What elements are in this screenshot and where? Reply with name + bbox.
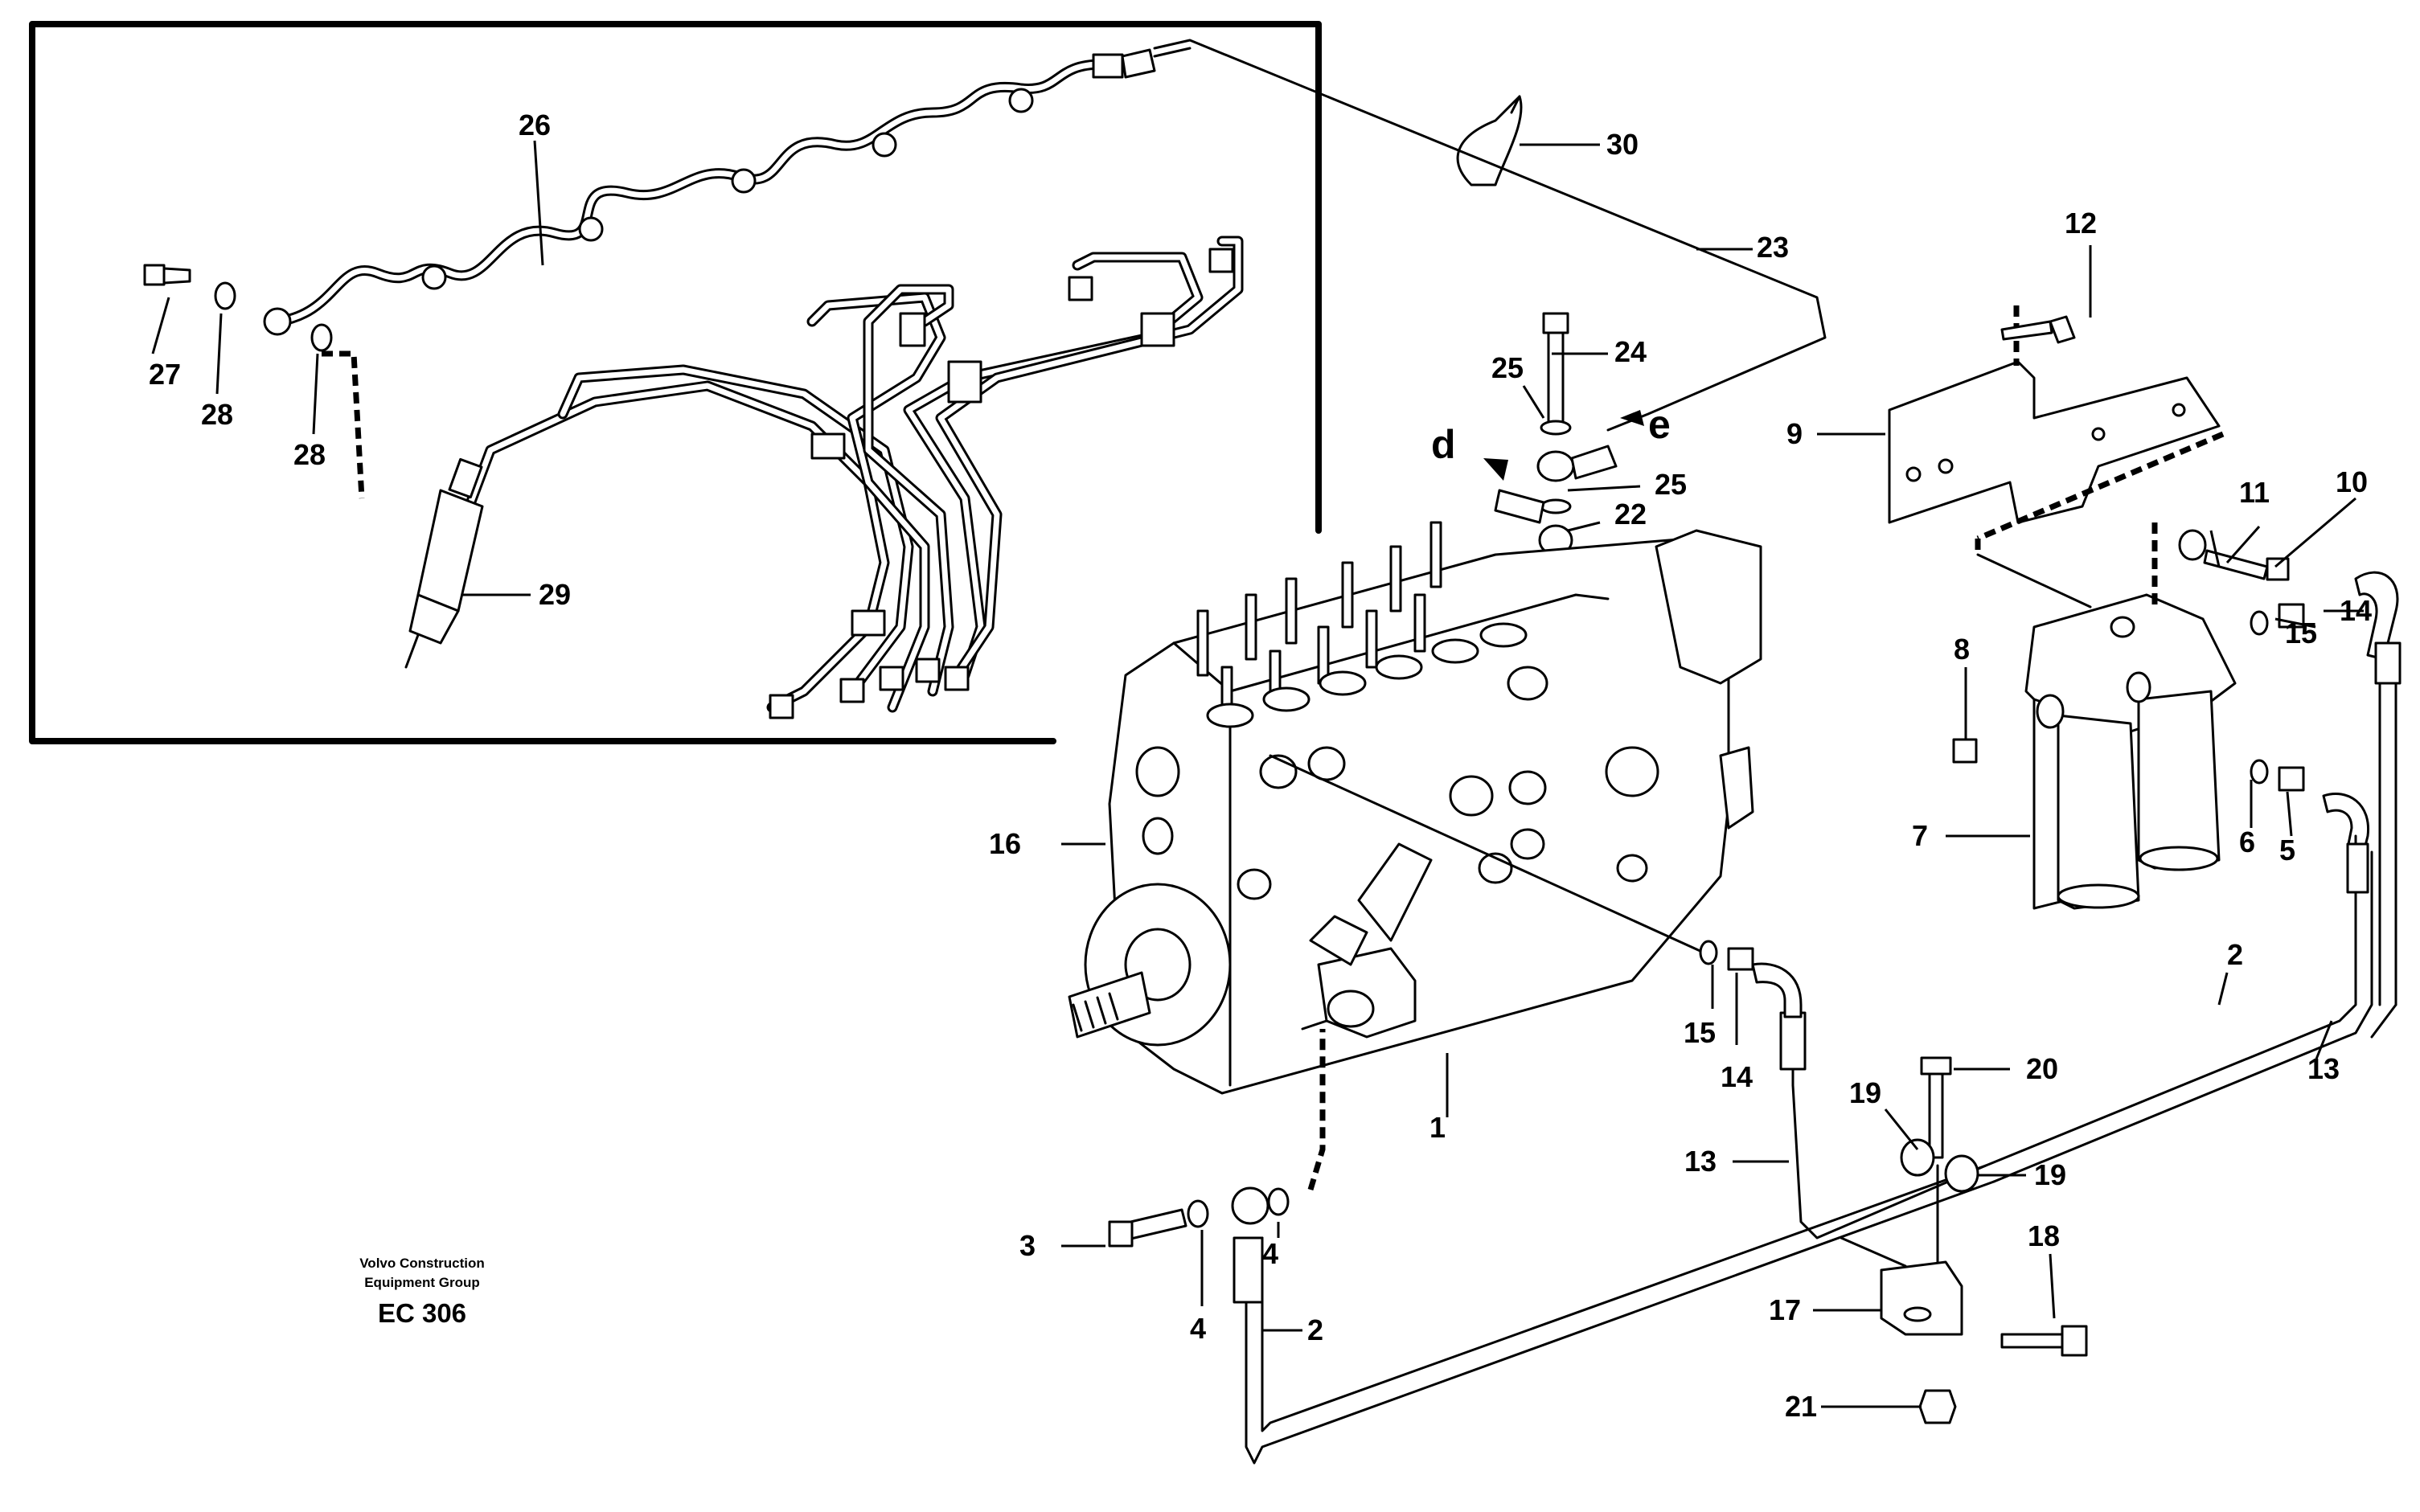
callout-10: 10	[2336, 465, 2368, 498]
pump-outlet-fittings	[1269, 754, 1803, 1018]
callout-13: 13	[2307, 1052, 2340, 1085]
filter-fittings	[2178, 529, 2399, 854]
callout-4: 4	[1190, 1312, 1206, 1345]
injector	[404, 457, 484, 669]
organization-line-1: Volvo Construction	[359, 1256, 485, 1271]
callout-3: 3	[1019, 1229, 1036, 1262]
callout-28: 28	[293, 438, 326, 471]
callout-15: 15	[1684, 1016, 1716, 1049]
callout-25: 25	[1491, 351, 1524, 384]
callout-16: 16	[989, 827, 1021, 860]
callout-23: 23	[1757, 231, 1789, 264]
view-marker-e: e	[1648, 402, 1671, 447]
callout-2: 2	[1307, 1313, 1323, 1346]
callout-24: 24	[1614, 335, 1647, 368]
banjo-bolt	[143, 264, 365, 499]
callout-13: 13	[1684, 1145, 1717, 1178]
callout-27: 27	[149, 358, 181, 391]
callout-20: 20	[2026, 1052, 2058, 1085]
callout-labels: 1 2 2 3 4 4 5 6 7 8 9 10 11 12 13 13 14 …	[149, 109, 2372, 1423]
callout-14: 14	[1721, 1060, 1753, 1093]
callout-19: 19	[1849, 1076, 1881, 1109]
callout-25: 25	[1655, 468, 1687, 501]
callout-22: 22	[1614, 498, 1647, 531]
organization-line-2: Equipment Group	[364, 1275, 480, 1290]
view-marker-d: d	[1431, 422, 1456, 467]
injector-pipes	[461, 236, 1244, 719]
callout-19: 19	[2034, 1158, 2066, 1191]
callout-15: 15	[2285, 617, 2317, 649]
hose-clamp-assembly	[1840, 1056, 2088, 1424]
callout-5: 5	[2279, 834, 2295, 867]
inset-frame	[29, 21, 1322, 744]
fuel-filter	[1952, 522, 2237, 910]
filter-bracket	[1888, 305, 2225, 542]
callout-8: 8	[1954, 633, 1970, 666]
callout-7: 7	[1912, 819, 1928, 852]
callout-29: 29	[539, 578, 571, 611]
callout-28: 28	[201, 398, 233, 431]
callout-2: 2	[2227, 938, 2243, 971]
callout-30: 30	[1606, 128, 1639, 161]
callout-18: 18	[2028, 1219, 2060, 1252]
callout-11: 11	[2239, 476, 2270, 509]
cable-tie	[1456, 95, 1523, 186]
return-pipe	[1153, 39, 1827, 432]
catalog-code: EC 306	[377, 1298, 467, 1328]
callout-6: 6	[2239, 826, 2255, 858]
callout-9: 9	[1786, 417, 1803, 450]
callout-1: 1	[1429, 1111, 1446, 1144]
callout-14: 14	[2340, 594, 2372, 627]
callout-21: 21	[1785, 1390, 1817, 1423]
leader-lines	[151, 140, 2364, 1408]
callout-17: 17	[1769, 1293, 1801, 1326]
injection-pump	[1068, 521, 1762, 1095]
fuel-hoses	[1233, 641, 2402, 1465]
callout-26: 26	[519, 109, 551, 141]
view-arrows: d e	[1431, 402, 1671, 481]
callout-12: 12	[2065, 207, 2097, 240]
leak-off-line	[263, 48, 1156, 336]
callout-4: 4	[1262, 1237, 1278, 1270]
feed-banjo	[1108, 1019, 1328, 1248]
publisher-footer: Volvo Construction Equipment Group EC 30…	[306, 1254, 539, 1331]
